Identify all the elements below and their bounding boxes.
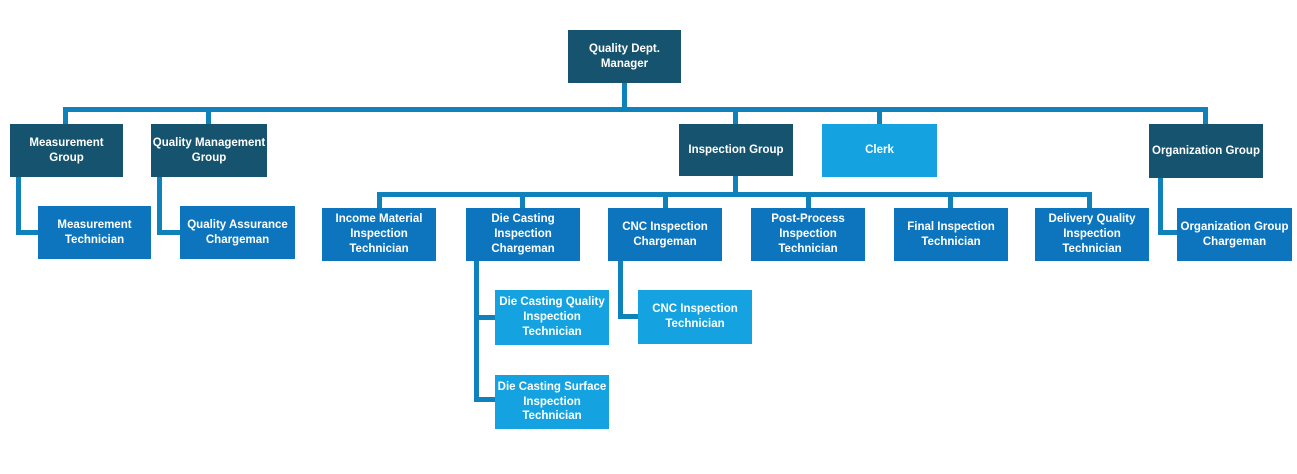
node-measurement-group: Measurement Group bbox=[10, 124, 123, 177]
connector-drop-final-inspection bbox=[948, 192, 953, 208]
node-die-casting-surface-inspection-technician: Die Casting Surface Inspection Technicia… bbox=[495, 375, 609, 429]
connector-level2-trunk bbox=[63, 107, 1208, 112]
connector-drop-measurement-group bbox=[63, 110, 68, 124]
connector-measurement-elbow-vertical bbox=[16, 177, 21, 235]
connector-manager-drop bbox=[622, 83, 627, 112]
connector-organization-elbow-vertical bbox=[1158, 178, 1163, 235]
node-final-inspection-technician: Final Inspection Technician bbox=[894, 208, 1008, 261]
node-cnc-inspection-technician: CNC Inspection Technician bbox=[638, 290, 752, 344]
node-quality-assurance-chargeman: Quality Assurance Chargeman bbox=[180, 206, 295, 259]
connector-die-casting-elbow-h2 bbox=[474, 397, 495, 402]
node-die-casting-quality-inspection-technician: Die Casting Quality Inspection Technicia… bbox=[495, 290, 609, 345]
connector-drop-cnc-chargeman bbox=[663, 192, 668, 208]
connector-cnc-elbow-vertical bbox=[618, 261, 623, 319]
connector-inspection-bus bbox=[377, 192, 1092, 197]
node-quality-management-group: Quality Management Group bbox=[151, 124, 267, 177]
connector-measurement-elbow-horizontal bbox=[16, 230, 38, 235]
node-income-material-inspection-technician: Income Material Inspection Technician bbox=[322, 208, 436, 261]
connector-drop-organization-group bbox=[1203, 110, 1208, 124]
node-delivery-quality-inspection-technician: Delivery Quality Inspection Technician bbox=[1035, 208, 1149, 261]
node-organization-group: Organization Group bbox=[1149, 124, 1263, 178]
node-organization-group-chargeman: Organization Group Chargeman bbox=[1177, 208, 1292, 261]
node-inspection-group: Inspection Group bbox=[679, 124, 793, 176]
connector-die-casting-elbow-vertical bbox=[474, 261, 479, 402]
connector-cnc-elbow-horizontal bbox=[618, 314, 638, 319]
connector-drop-inspection-group bbox=[733, 110, 738, 124]
connector-quality-management-elbow-vertical bbox=[157, 177, 162, 235]
connector-quality-management-elbow-horizontal bbox=[157, 230, 180, 235]
connector-drop-quality-management-group bbox=[206, 110, 211, 124]
node-post-process-inspection-technician: Post-Process Inspection Technician bbox=[751, 208, 865, 261]
connector-inspection-riser bbox=[733, 176, 738, 194]
connector-drop-post-process bbox=[806, 192, 811, 208]
connector-drop-clerk bbox=[877, 110, 882, 124]
node-quality-dept-manager: Quality Dept. Manager bbox=[568, 30, 681, 83]
node-die-casting-inspection-chargeman: Die Casting Inspection Chargeman bbox=[466, 208, 580, 261]
connector-drop-income-material bbox=[377, 192, 382, 208]
node-measurement-technician: Measurement Technician bbox=[38, 206, 151, 259]
connector-drop-delivery-quality bbox=[1087, 192, 1092, 208]
node-cnc-inspection-chargeman: CNC Inspection Chargeman bbox=[608, 208, 722, 261]
connector-organization-elbow-horizontal bbox=[1158, 230, 1177, 235]
connector-die-casting-elbow-h1 bbox=[474, 315, 495, 320]
connector-drop-die-casting-chargeman bbox=[520, 192, 525, 208]
node-clerk: Clerk bbox=[822, 124, 937, 177]
